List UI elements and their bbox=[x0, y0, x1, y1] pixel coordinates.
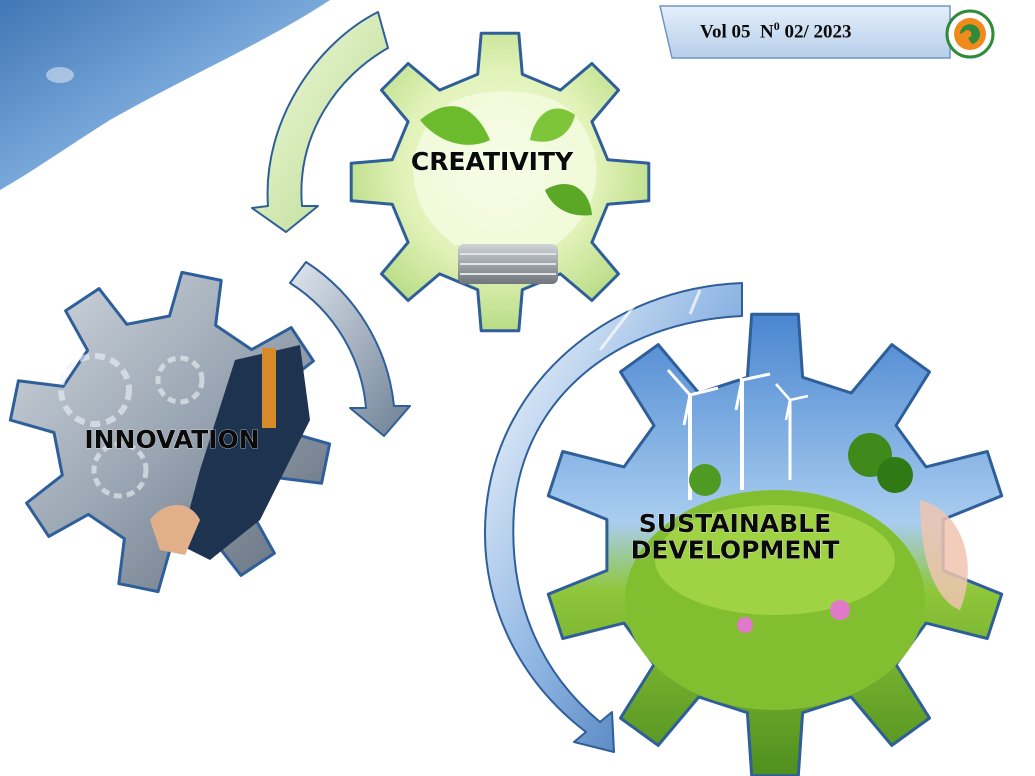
lightbulb-icon bbox=[413, 91, 597, 284]
innovation-label: INNOVATION bbox=[84, 425, 259, 454]
volume-text: Vol 05 bbox=[700, 21, 751, 43]
business-gears-icon bbox=[58, 353, 205, 499]
businessman-arm-icon bbox=[150, 345, 310, 560]
background-swoosh-highlight bbox=[46, 67, 74, 83]
arrow-sustainable-to-creativity bbox=[484, 282, 743, 753]
sustainable-label-line: SUSTAINABLE bbox=[639, 509, 831, 538]
open-hand-icon bbox=[920, 500, 968, 610]
green-globe-icon bbox=[625, 433, 925, 710]
creativity-label: CREATIVITY bbox=[411, 147, 574, 176]
background-swoosh bbox=[0, 0, 330, 190]
header-banner bbox=[659, 5, 951, 59]
creativity-gear: CREATIVITY bbox=[349, 31, 651, 333]
journal-logo-icon bbox=[945, 9, 995, 59]
sustainable-label-line: DEVELOPMENT bbox=[631, 535, 840, 564]
arrow-innovation-to-sustainable bbox=[289, 261, 411, 437]
number-prefix: N bbox=[760, 21, 774, 43]
number-superscript: 0 bbox=[773, 19, 780, 33]
innovation-label-line: INNOVATION bbox=[84, 425, 259, 454]
innovation-gear: INNOVATION bbox=[8, 270, 332, 594]
arrow-creativity-to-innovation bbox=[251, 11, 389, 233]
number-rest: 02/ 2023 bbox=[779, 21, 852, 43]
volume-issue-label: Vol 05 N0 02/ 2023 bbox=[700, 19, 852, 43]
creativity-label-line: CREATIVITY bbox=[411, 147, 574, 176]
